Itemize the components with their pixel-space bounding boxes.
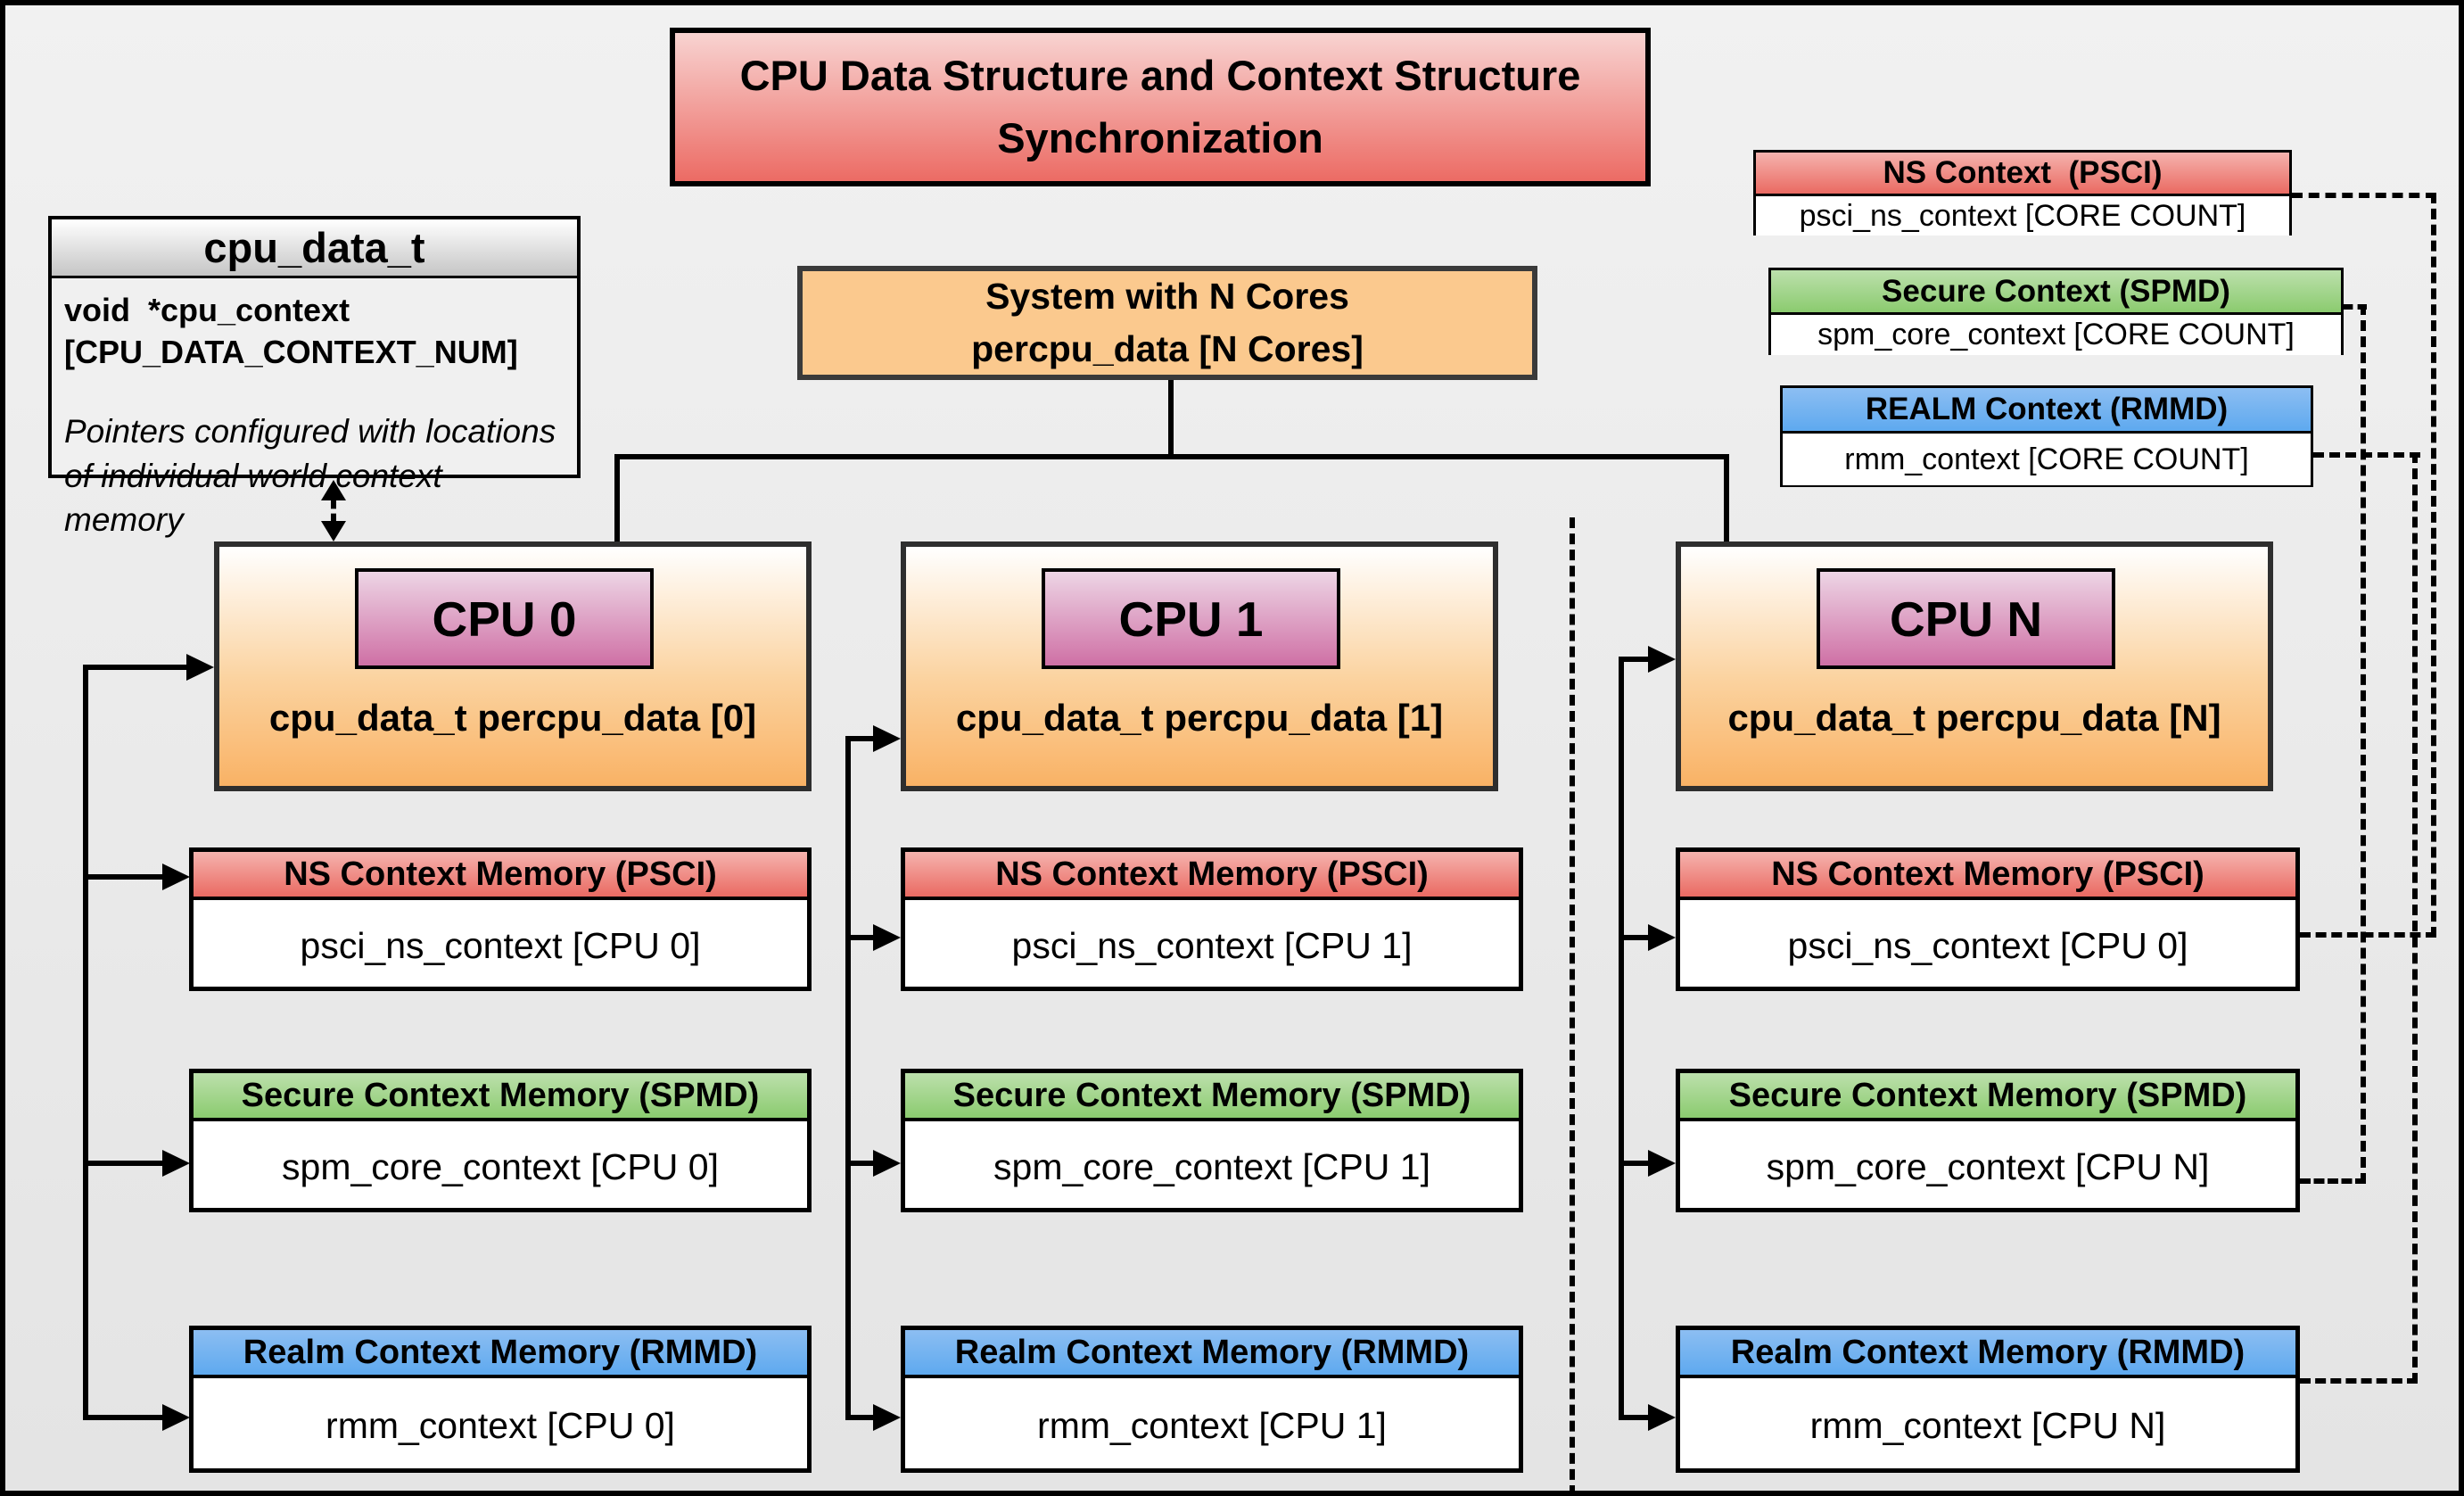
legend-ns-dash-h2 <box>2300 932 2436 938</box>
struct-header: cpu_data_t <box>52 219 577 278</box>
connector-drop-cpu0 <box>614 454 620 541</box>
cpu1-secure-arrow-icon <box>873 1150 901 1177</box>
struct-body: void *cpu_context [CPU_DATA_CONTEXT_NUM]… <box>52 281 577 538</box>
cpun-ns-header: NS Context Memory (PSCI) <box>1680 852 2295 900</box>
cpun-secure-arrow-icon <box>1648 1150 1676 1177</box>
connector-system-stem <box>1168 380 1174 459</box>
legend-realm-context: REALM Context (RMMD) rmm_context [CORE C… <box>1780 385 2313 487</box>
cpun-realm-body: rmm_context [CPU N] <box>1809 1404 2166 1446</box>
system-line1: System with N Cores <box>985 275 1349 317</box>
connector-branch-horizontal <box>614 454 1729 459</box>
struct-field-line2: [CPU_DATA_CONTEXT_NUM] <box>64 333 518 370</box>
cpu1-secure-context-box: Secure Context Memory (SPMD) spm_core_co… <box>901 1069 1523 1212</box>
cpu1-arrow-stub-secure <box>845 1161 874 1166</box>
legend-secure-dash-v <box>2361 304 2366 1184</box>
cpu1-secure-body: spm_core_context [CPU 1] <box>993 1145 1430 1187</box>
cpu0-badge: CPU 0 <box>355 568 654 669</box>
struct-link-arrow-up-icon <box>321 480 346 500</box>
struct-link-dashed-line <box>331 500 336 523</box>
cpu1-realm-context-box: Realm Context Memory (RMMD) rmm_context … <box>901 1326 1523 1473</box>
cpu0-ns-context-box: NS Context Memory (PSCI) psci_ns_context… <box>189 847 812 991</box>
cpu1-arrow-stub-box <box>845 736 874 741</box>
cpun-ns-body: psci_ns_context [CPU 0] <box>1787 924 2188 966</box>
cpu0-realm-body: rmm_context [CPU 0] <box>326 1404 675 1446</box>
cpun-spine-line <box>1619 657 1624 1420</box>
cpu0-ns-header: NS Context Memory (PSCI) <box>194 852 807 900</box>
cpu1-realm-header: Realm Context Memory (RMMD) <box>905 1330 1519 1378</box>
struct-link-arrow-down-icon <box>321 521 346 541</box>
legend-realm-dash-v <box>2412 452 2418 1384</box>
legend-realm-dash-h2 <box>2300 1378 2418 1384</box>
cpu0-realm-context-box: Realm Context Memory (RMMD) rmm_context … <box>189 1326 812 1473</box>
cpu1-realm-arrow-icon <box>873 1404 901 1431</box>
column-separator-dashed-line <box>1570 517 1575 1491</box>
cpu1-ns-header: NS Context Memory (PSCI) <box>905 852 1519 900</box>
cpu0-box-arrow-icon <box>186 654 214 681</box>
legend-realm-body: rmm_context [CORE COUNT] <box>1783 434 2311 485</box>
cpun-box-arrow-icon <box>1648 646 1676 673</box>
cpu1-ns-context-box: NS Context Memory (PSCI) psci_ns_context… <box>901 847 1523 991</box>
legend-realm-dash-h1 <box>2313 452 2420 458</box>
cpu0-ns-arrow-icon <box>162 864 190 890</box>
legend-secure-context: Secure Context (SPMD) spm_core_context [… <box>1768 268 2344 355</box>
cpu0-arrow-stub-ns <box>83 874 162 880</box>
cpu1-ns-arrow-icon <box>873 924 901 951</box>
cpu1-data-label: cpu_data_t percpu_data [1] <box>955 697 1444 739</box>
legend-ns-header: NS Context (PSCI) <box>1756 153 2289 196</box>
cpu0-spine-line <box>83 665 88 1420</box>
cpu0-data-label: cpu_data_t percpu_data [0] <box>268 697 757 739</box>
cpun-ns-arrow-icon <box>1648 924 1676 951</box>
system-line2: percpu_data [N Cores] <box>971 328 1364 369</box>
legend-secure-dash-h1 <box>2344 304 2367 310</box>
legend-ns-context: NS Context (PSCI) psci_ns_context [CORE … <box>1753 150 2292 236</box>
cpu0-arrow-stub-box <box>83 665 186 670</box>
cpu1-arrow-stub-realm <box>845 1415 874 1420</box>
cpu1-arrow-stub-ns <box>845 935 874 940</box>
legend-ns-dash-h1 <box>2292 193 2436 198</box>
cpu0-ns-body: psci_ns_context [CPU 0] <box>300 924 701 966</box>
cpun-secure-body: spm_core_context [CPU N] <box>1766 1145 2210 1187</box>
legend-secure-body: spm_core_context [CORE COUNT] <box>1771 315 2341 355</box>
legend-secure-dash-h2 <box>2300 1178 2366 1184</box>
cpu1-box: CPU 1 cpu_data_t percpu_data [1] <box>901 541 1498 791</box>
cpu0-secure-context-box: Secure Context Memory (SPMD) spm_core_co… <box>189 1069 812 1212</box>
cpun-ns-context-box: NS Context Memory (PSCI) psci_ns_context… <box>1676 847 2300 991</box>
cpun-secure-context-box: Secure Context Memory (SPMD) spm_core_co… <box>1676 1069 2300 1212</box>
legend-ns-dash-v <box>2431 193 2436 938</box>
cpun-realm-header: Realm Context Memory (RMMD) <box>1680 1330 2295 1378</box>
legend-secure-header: Secure Context (SPMD) <box>1771 270 2341 315</box>
cpu1-secure-header: Secure Context Memory (SPMD) <box>905 1073 1519 1121</box>
legend-ns-body: psci_ns_context [CORE COUNT] <box>1756 196 2289 236</box>
cpun-badge: CPU N <box>1817 568 2115 669</box>
cpu0-realm-arrow-icon <box>162 1404 190 1431</box>
diagram-title: CPU Data Structure and Context Structure… <box>670 28 1651 186</box>
cpun-realm-context-box: Realm Context Memory (RMMD) rmm_context … <box>1676 1326 2300 1473</box>
system-box: System with N Cores percpu_data [N Cores… <box>797 266 1537 380</box>
struct-note: Pointers configured with locations of in… <box>64 412 556 539</box>
cpun-arrow-stub-realm <box>1619 1415 1649 1420</box>
cpun-realm-arrow-icon <box>1648 1404 1676 1431</box>
cpu1-badge: CPU 1 <box>1042 568 1340 669</box>
cpun-arrow-stub-box <box>1619 657 1649 662</box>
connector-drop-cpun <box>1724 454 1729 541</box>
cpun-arrow-stub-ns <box>1619 935 1649 940</box>
cpu1-ns-body: psci_ns_context [CPU 1] <box>1011 924 1413 966</box>
cpu0-box: CPU 0 cpu_data_t percpu_data [0] <box>214 541 812 791</box>
cpu0-secure-header: Secure Context Memory (SPMD) <box>194 1073 807 1121</box>
cpu0-realm-header: Realm Context Memory (RMMD) <box>194 1330 807 1378</box>
cpu-data-t-struct-box: cpu_data_t void *cpu_context [CPU_DATA_C… <box>48 216 581 538</box>
cpu0-secure-body: spm_core_context [CPU 0] <box>282 1145 719 1187</box>
cpu1-box-arrow-icon <box>873 725 901 752</box>
cpun-box: CPU N cpu_data_t percpu_data [N] <box>1676 541 2273 791</box>
cpun-secure-header: Secure Context Memory (SPMD) <box>1680 1073 2295 1121</box>
cpun-arrow-stub-secure <box>1619 1161 1649 1166</box>
struct-field-line1: void *cpu_context <box>64 292 350 328</box>
cpu0-arrow-stub-secure <box>83 1161 162 1166</box>
cpu0-arrow-stub-realm <box>83 1415 162 1420</box>
cpu0-secure-arrow-icon <box>162 1150 190 1177</box>
cpu1-spine-line <box>845 736 851 1420</box>
cpun-data-label: cpu_data_t percpu_data [N] <box>1727 697 2221 739</box>
cpu1-realm-body: rmm_context [CPU 1] <box>1037 1404 1387 1446</box>
legend-realm-header: REALM Context (RMMD) <box>1783 388 2311 434</box>
